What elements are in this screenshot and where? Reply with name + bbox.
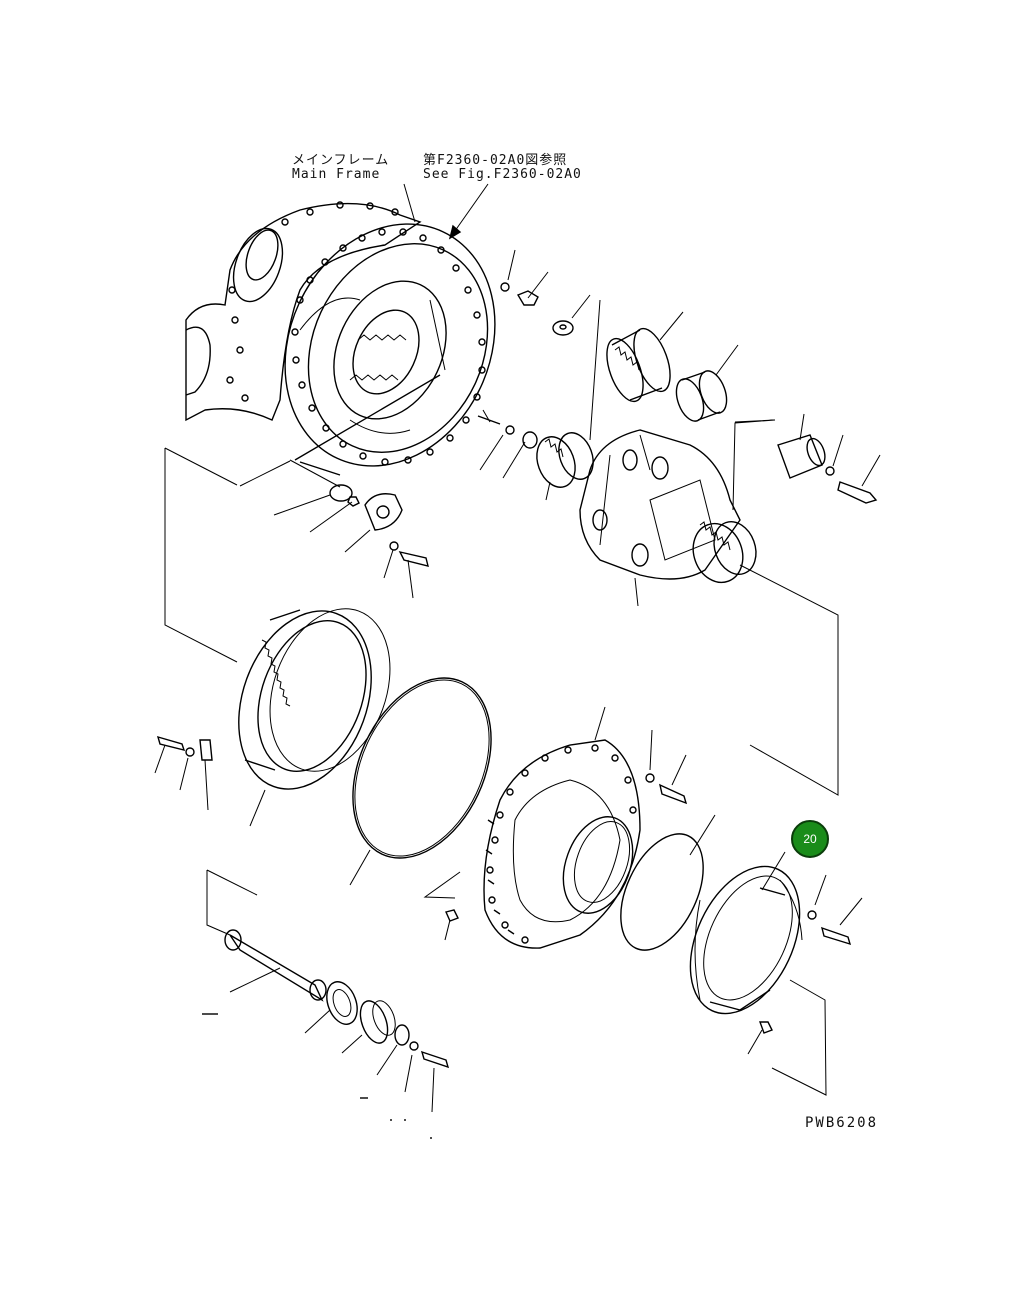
part-callout-20[interactable]: 20 <box>791 820 829 858</box>
ring-gear <box>238 608 391 827</box>
bolt-washer-set-a <box>500 249 549 306</box>
wheel-hub-housing <box>483 706 641 949</box>
tapered-bearing-cone <box>304 981 358 1034</box>
main-frame-label-jp: メインフレーム <box>292 153 390 168</box>
bracket-line-left <box>164 448 238 663</box>
residual-marks <box>202 1013 432 1139</box>
seal-cover <box>689 851 863 1096</box>
planet-gear-middle <box>477 409 594 501</box>
planet-shaft-pin <box>777 413 881 504</box>
retainer-plate <box>376 1024 450 1113</box>
thrust-washer <box>552 294 591 336</box>
o-ring-large <box>349 677 492 886</box>
planet-carrier <box>579 299 757 607</box>
hub-plug <box>423 871 461 941</box>
main-frame-leader <box>403 183 416 223</box>
main-frame-label-en: Main Frame <box>292 167 381 182</box>
bracket-line-right-mid <box>739 564 839 796</box>
needle-bearing <box>675 344 739 422</box>
planet-gear-upper <box>606 311 684 403</box>
plug-and-plate <box>239 459 429 599</box>
sun-shaft <box>206 869 327 1002</box>
bracket-line-right-upper <box>732 419 776 511</box>
tapered-bearing-cup <box>341 1000 396 1054</box>
bolt-washer-lock-set <box>154 735 213 811</box>
drawing-code: PWB6208 <box>805 1115 879 1131</box>
main-frame-housing <box>185 201 496 476</box>
hub-bolt-washer <box>645 729 688 805</box>
see-fig-label-jp: 第F2360-02A0図参照 <box>423 153 568 168</box>
o-ring-small <box>620 814 716 951</box>
see-fig-label-en: See Fig.F2360-02A0 <box>423 167 582 182</box>
